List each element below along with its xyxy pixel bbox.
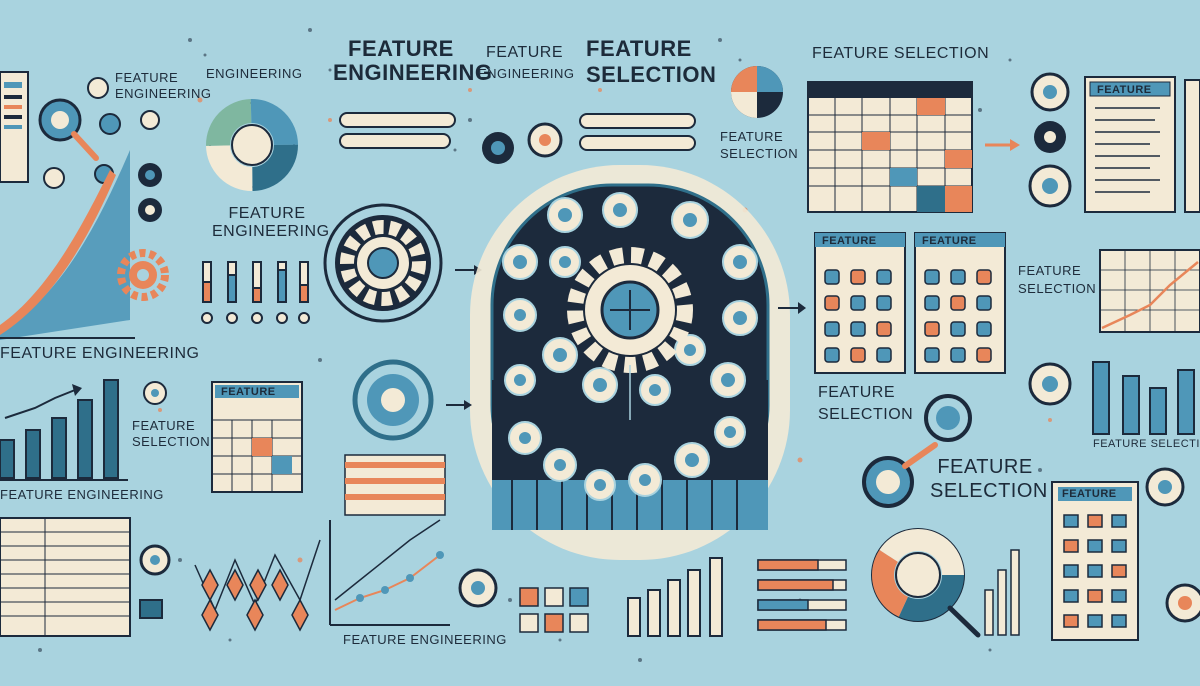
slider-bars [201,261,310,324]
title-feature-engineering-line2: ENGINEERING [333,60,493,85]
scatter-line-chart [329,519,450,626]
title-feature-engineering-line1: FEATURE [348,36,454,61]
label-feature-selection-center-right: FEATURE SELECTION [818,384,914,423]
document-icon [0,71,29,183]
large-gear-icon [323,203,443,323]
small-gear-icon [43,167,65,189]
card-cells [824,269,992,363]
label-feature-selection-right: FEATURE SELECTION [720,129,799,161]
label-feature-engineering-left: FEATURE ENGINEERING [0,345,200,362]
card-header-feature-left: FEATURE [221,386,276,398]
pie-chart [731,66,783,118]
pill-bars [339,112,696,151]
label-feature-selection-small: FEATURE SELECTION [1093,438,1200,450]
small-gear-icon [87,77,109,99]
card-header-feature-2: FEATURE [922,235,977,247]
lined-table [0,517,131,637]
feature-table [807,81,973,213]
bar-chart [1092,361,1195,435]
label-feature-engineering-top-left: FEATURE ENGINEERING [115,70,212,101]
donut-chart-bottom [871,528,981,638]
mini-blocks [519,587,589,633]
card-header-feature-bottom: FEATURE [1062,488,1117,500]
zigzag-chart [194,539,321,632]
feature-document-bottom [1051,481,1139,641]
box-icon [139,599,163,619]
bar-chart-bottom [627,557,723,637]
label-engineering-small: ENGINEERING [478,66,575,81]
label-feature-selection-big: FEATURE SELECTION [930,456,1048,502]
small-gear-icon [99,113,121,135]
magnifier-icon [38,98,99,161]
striped-table [344,454,446,516]
card-header-feature-1: FEATURE [822,235,877,247]
feature-document [1084,76,1200,213]
label-feature-engineering-mid: FEATURE ENGINEERING [212,205,330,240]
label-feature-selection-far-right: FEATURE SELECTION [1018,263,1097,296]
small-gear-icon [140,110,160,130]
trend-bars [0,379,128,481]
progress-bars [757,559,847,631]
label-feature: FEATURE [486,44,563,61]
label-feature-selection-top-right: FEATURE SELECTION [812,45,990,62]
label-feature-selection-left: FEATURE SELECTION [132,418,211,449]
magnifier-icon [862,394,972,508]
orange-gear-icon [117,249,169,301]
ring-icon [352,359,434,441]
label-engineering: ENGINEERING [206,66,303,81]
central-gear-machine [470,165,790,560]
card-header-feature-right: FEATURE [1097,84,1152,96]
donut-chart [206,99,298,191]
label-feature-engineering-bottom: FEATURE ENGINEERING [343,632,507,647]
gear-column [1028,72,1072,208]
label-feature-engineering-bottom-left: FEATURE ENGINEERING [0,487,164,502]
feature-card [211,381,303,493]
bar-chart-bottom-right [984,549,1020,636]
line-chart [1099,249,1200,333]
title-feature-selection: FEATURE SELECTION [586,36,717,87]
growth-area-chart [0,150,135,340]
